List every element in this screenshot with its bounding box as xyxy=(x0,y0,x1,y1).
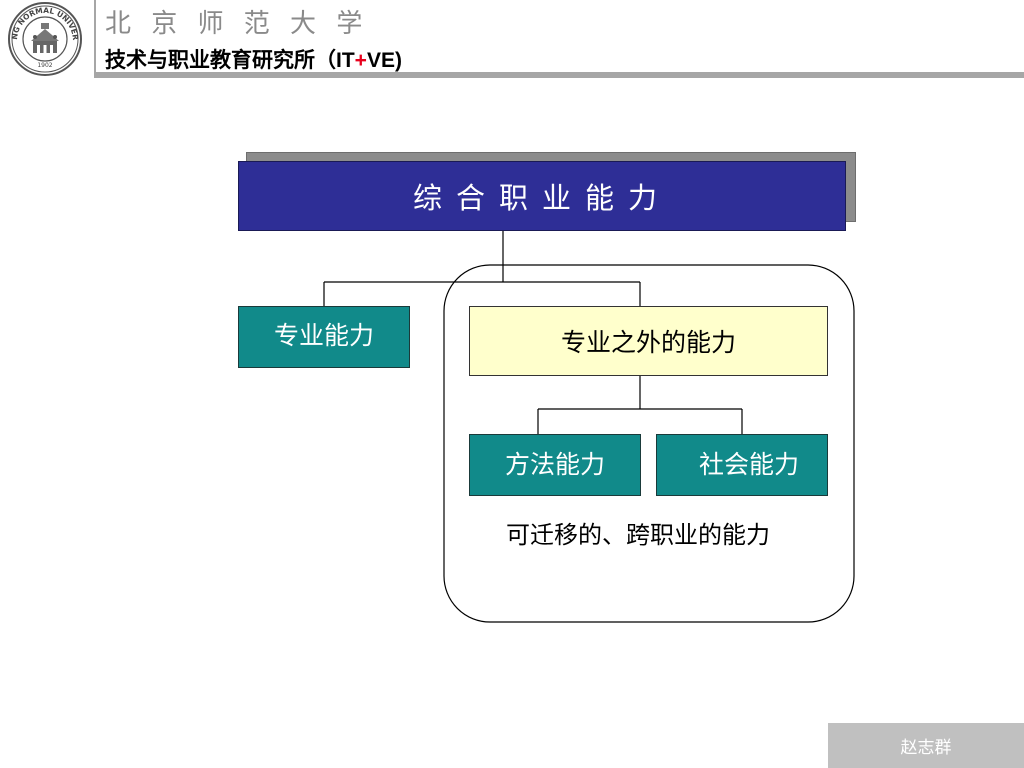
institute-name: 技术与职业教育研究所（IT+VE) xyxy=(105,46,402,75)
seal-year: 1902 xyxy=(37,62,52,69)
institute-code-plus: + xyxy=(354,49,367,72)
node-social-competence: 社会能力 xyxy=(656,434,828,496)
header-rule xyxy=(96,72,1024,78)
university-name: 北 京 师 范 大 学 xyxy=(105,9,369,39)
node-professional-competence: 专业能力 xyxy=(238,306,410,368)
node-method-competence: 方法能力 xyxy=(469,434,641,496)
institute-name-prefix: 技术与职业教育研究所（ xyxy=(105,47,336,72)
institute-code-ve: VE xyxy=(366,49,395,72)
transferable-group-frame xyxy=(443,264,855,623)
university-seal-logo: BEIJING NORMAL UNIVERSITY 1902 xyxy=(3,1,82,76)
node-beyond-professional-competence: 专业之外的能力 xyxy=(469,306,828,376)
institute-code-it: IT xyxy=(336,49,355,72)
transferable-competence-caption: 可迁移的、跨职业的能力 xyxy=(506,521,770,549)
author-footer: 赵志群 xyxy=(828,723,1024,768)
root-node-comprehensive-competence: 综合职业能力 xyxy=(238,161,846,231)
header-divider xyxy=(94,0,96,78)
institute-name-suffix: ) xyxy=(394,49,402,72)
